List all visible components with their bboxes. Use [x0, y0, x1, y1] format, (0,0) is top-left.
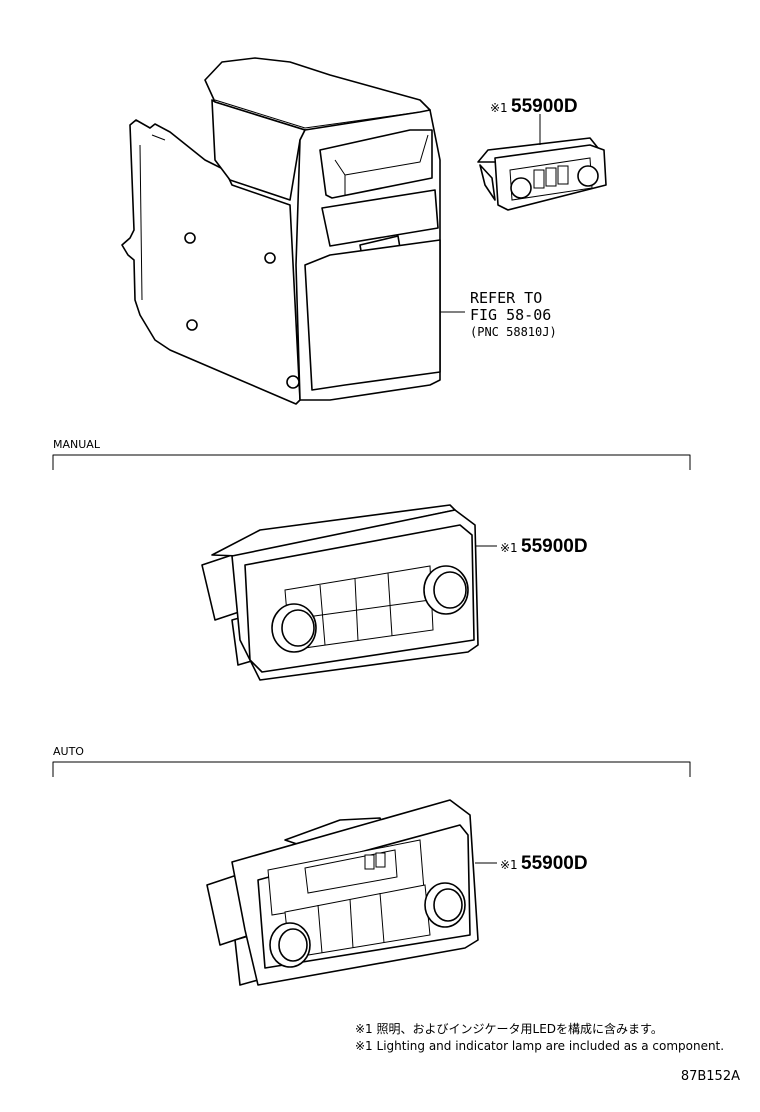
refer-line-3: (PNC 58810J): [470, 325, 557, 339]
part-number-manual[interactable]: 55900D: [521, 536, 588, 557]
manual-control-unit-illustration: [201, 504, 497, 681]
auto-section-bracket: [52, 761, 691, 777]
note-english: ※1 Lighting and indicator lamp are inclu…: [355, 1039, 724, 1053]
section-label-manual: MANUAL: [53, 438, 101, 451]
part-number-top[interactable]: 55900D: [511, 96, 578, 117]
small-control-unit-illustration: [477, 114, 607, 211]
auto-control-unit-illustration: [206, 799, 497, 986]
part-number-auto[interactable]: 55900D: [521, 853, 588, 874]
note-japanese: ※1 照明、およびインジケータ用LEDを構成に含みます。: [355, 1021, 663, 1036]
part-mark-top: ※1: [490, 101, 508, 115]
refer-line-2[interactable]: FIG 58-06: [470, 306, 551, 324]
figure-code: 87B152A: [681, 1069, 740, 1084]
section-label-auto: AUTO: [53, 745, 84, 758]
part-mark-manual: ※1: [500, 541, 518, 555]
part-mark-auto: ※1: [500, 858, 518, 872]
console-box-illustration: [121, 57, 465, 405]
manual-section-bracket: [52, 454, 691, 470]
refer-line-1: REFER TO: [470, 289, 542, 307]
